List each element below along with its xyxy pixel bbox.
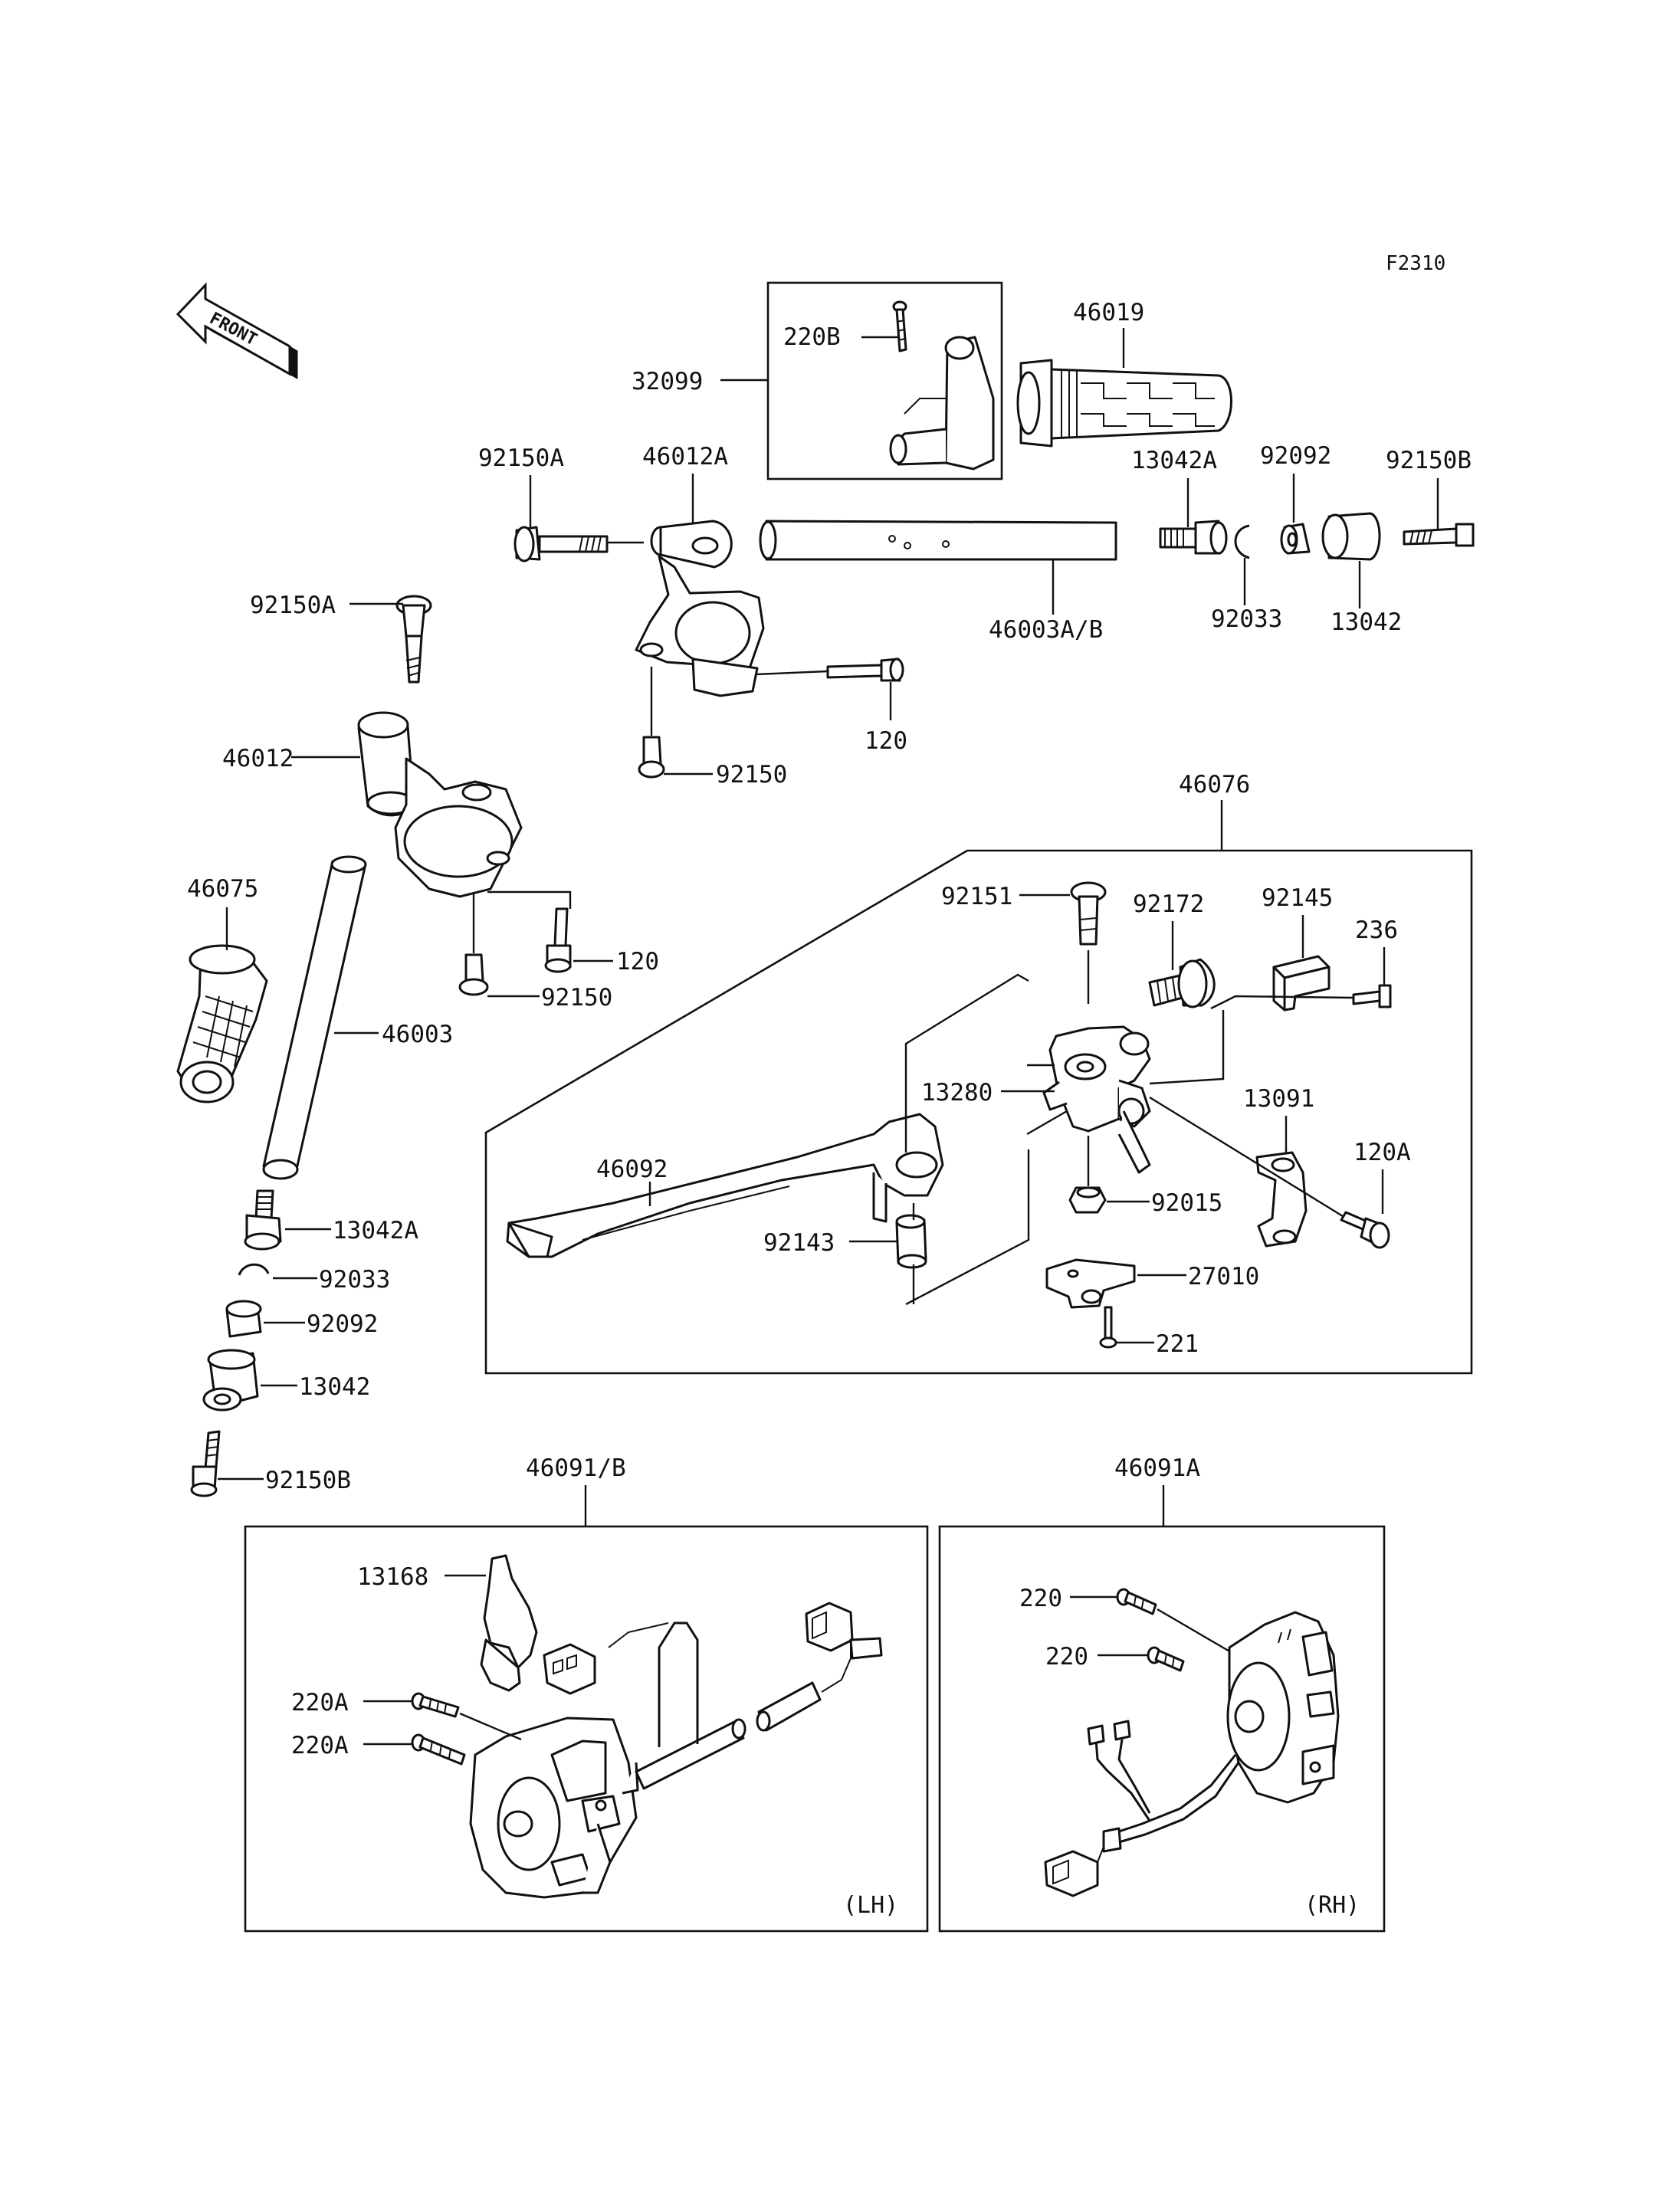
clamp-46012A bbox=[635, 520, 765, 697]
bolt-92150A-top bbox=[514, 526, 609, 562]
label-46003: 46003 bbox=[382, 1021, 453, 1048]
label-46019: 46019 bbox=[1073, 299, 1144, 326]
lever-46092 bbox=[506, 1113, 944, 1258]
label-46075: 46075 bbox=[187, 875, 258, 903]
label-46091A: 46091A bbox=[1114, 1454, 1200, 1482]
label-92172: 92172 bbox=[1133, 890, 1204, 918]
clamp-13091 bbox=[1255, 1151, 1308, 1248]
label-13042-left: 13042 bbox=[299, 1373, 370, 1401]
adjuster-92172 bbox=[1148, 958, 1216, 1008]
label-92150B-left: 92150B bbox=[265, 1467, 351, 1494]
label-236: 236 bbox=[1355, 917, 1398, 944]
label-220-2: 220 bbox=[1045, 1643, 1088, 1671]
label-46003AB: 46003A/B bbox=[989, 616, 1103, 644]
label-92143: 92143 bbox=[763, 1229, 835, 1257]
label-92033-left: 92033 bbox=[319, 1266, 390, 1294]
label-92015: 92015 bbox=[1151, 1189, 1222, 1217]
plate-92145 bbox=[1272, 955, 1331, 1012]
screw-221 bbox=[1099, 1306, 1117, 1349]
lh-wire-harness bbox=[543, 1602, 883, 1790]
rh-switch-housing bbox=[1226, 1611, 1340, 1804]
label-13091: 13091 bbox=[1243, 1085, 1314, 1113]
label-120A: 120A bbox=[1354, 1139, 1411, 1166]
screw-236 bbox=[1352, 984, 1392, 1008]
weight-13042-top bbox=[1321, 512, 1381, 561]
label-27010: 27010 bbox=[1188, 1263, 1259, 1290]
switch-27010 bbox=[1045, 1258, 1136, 1309]
label-120-top: 120 bbox=[865, 727, 907, 755]
bolt-92150B-left bbox=[190, 1430, 221, 1497]
bolt-92150A-left bbox=[395, 595, 432, 684]
bolt-120-top bbox=[826, 657, 904, 682]
weight-13042A-left bbox=[244, 1189, 282, 1251]
screw-220A-2 bbox=[411, 1733, 466, 1766]
label-92145: 92145 bbox=[1262, 884, 1333, 912]
label-92033-top: 92033 bbox=[1211, 605, 1282, 633]
rh-wire-harness bbox=[1044, 1720, 1240, 1897]
handlebar-46003AB bbox=[759, 520, 1117, 561]
pin-92151 bbox=[1070, 881, 1107, 946]
nut-92015 bbox=[1068, 1186, 1107, 1214]
bolt-92150-left bbox=[458, 953, 489, 996]
lh-side-tag: (LH) bbox=[843, 1892, 898, 1919]
grip-46019 bbox=[1016, 359, 1232, 448]
label-220A-2: 220A bbox=[291, 1732, 349, 1759]
collar-92092-left bbox=[225, 1300, 262, 1338]
collar-92092-top bbox=[1280, 523, 1311, 555]
cover-13168 bbox=[480, 1554, 538, 1692]
label-92150-top: 92150 bbox=[716, 761, 787, 789]
label-46092: 46092 bbox=[596, 1156, 668, 1183]
label-46012: 46012 bbox=[222, 745, 294, 772]
label-92092-top: 92092 bbox=[1260, 442, 1331, 470]
lever-group-box bbox=[484, 849, 1473, 1375]
label-13280: 13280 bbox=[921, 1079, 993, 1107]
label-46091B: 46091/B bbox=[526, 1454, 626, 1482]
circlip-92033-left bbox=[238, 1263, 270, 1276]
bolt-120A bbox=[1340, 1211, 1390, 1249]
label-46012A: 46012A bbox=[642, 443, 728, 471]
label-13042-top: 13042 bbox=[1331, 608, 1402, 636]
bolt-92150-top bbox=[638, 736, 665, 779]
label-92151: 92151 bbox=[941, 883, 1012, 910]
rh-switch-box bbox=[938, 1525, 1386, 1933]
handlebar-46003 bbox=[262, 855, 367, 1180]
circlip-92033-top bbox=[1234, 524, 1250, 559]
label-13168: 13168 bbox=[357, 1563, 428, 1591]
label-13042A-top: 13042A bbox=[1131, 447, 1217, 474]
label-220A-1: 220A bbox=[291, 1689, 349, 1717]
figure-code: F2310 bbox=[1386, 252, 1445, 275]
label-220B: 220B bbox=[783, 323, 841, 351]
throttle-housing bbox=[889, 336, 995, 471]
screw-220B bbox=[892, 300, 907, 353]
lh-switch-housing bbox=[469, 1717, 639, 1899]
label-46076: 46076 bbox=[1179, 771, 1250, 798]
front-arrow-icon: FRONT bbox=[176, 282, 298, 379]
screw-220-1 bbox=[1116, 1588, 1157, 1615]
bolt-92150B-top bbox=[1403, 523, 1475, 547]
screw-220A-1 bbox=[411, 1692, 460, 1718]
weight-13042-left bbox=[202, 1349, 259, 1412]
screw-220-2 bbox=[1147, 1646, 1185, 1672]
rh-side-tag: (RH) bbox=[1304, 1892, 1360, 1919]
label-221: 221 bbox=[1156, 1330, 1199, 1358]
label-220-1: 220 bbox=[1019, 1585, 1062, 1612]
label-13042A-left: 13042A bbox=[333, 1217, 418, 1244]
clamp-46012 bbox=[357, 711, 523, 898]
label-92150B-top: 92150B bbox=[1386, 447, 1472, 474]
label-92150A-left: 92150A bbox=[250, 592, 336, 619]
label-120-left: 120 bbox=[616, 948, 659, 976]
bolt-120-left bbox=[544, 907, 572, 973]
label-92092-left: 92092 bbox=[307, 1310, 378, 1338]
weight-13042A-top bbox=[1159, 520, 1228, 555]
holder-13280 bbox=[1042, 1025, 1151, 1174]
label-92150A-top: 92150A bbox=[478, 444, 564, 472]
collar-92143 bbox=[895, 1214, 927, 1269]
grip-46075 bbox=[176, 944, 268, 1103]
label-32099: 32099 bbox=[632, 368, 703, 395]
label-92150-left: 92150 bbox=[541, 984, 612, 1012]
